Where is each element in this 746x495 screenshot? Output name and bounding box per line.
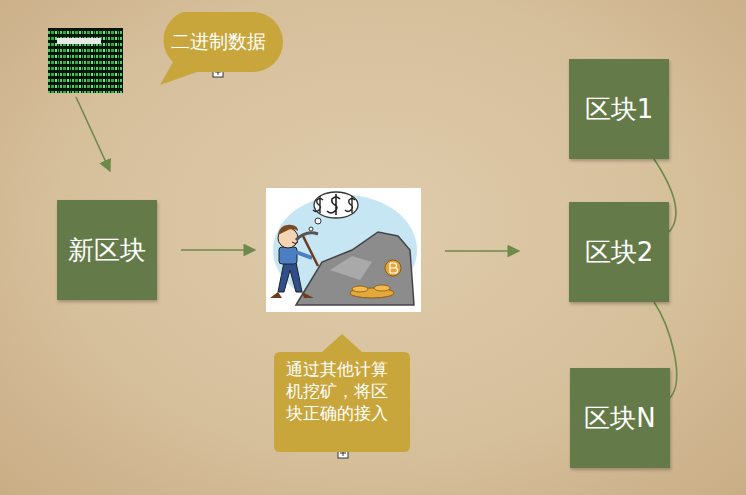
flow-arrow <box>76 97 110 171</box>
node-label: 区块1 <box>585 92 654 127</box>
speech-bubble: 二进制数据 <box>153 12 283 72</box>
node-label: 二进制数据 <box>171 29 266 55</box>
block-box: 区块N <box>570 368 670 468</box>
note-callout: 通过其他计算机挖矿，将区块正确的接入 <box>274 352 410 452</box>
block-box: 区块1 <box>569 59 669 159</box>
node-label: 区块N <box>584 401 655 436</box>
node-label: 新区块 <box>68 233 146 268</box>
binary-image <box>48 28 123 93</box>
bubble-fill <box>160 12 283 85</box>
flow-arrow <box>445 250 519 252</box>
process-box: 新区块 <box>57 200 157 300</box>
flow-arrow <box>181 249 255 251</box>
block-box: 区块2 <box>569 202 669 302</box>
node-label: 区块2 <box>585 235 654 270</box>
node-label: 通过其他计算机挖矿，将区块正确的接入 <box>286 359 388 423</box>
miner-illustration <box>266 188 421 312</box>
callout-fill <box>274 334 410 452</box>
